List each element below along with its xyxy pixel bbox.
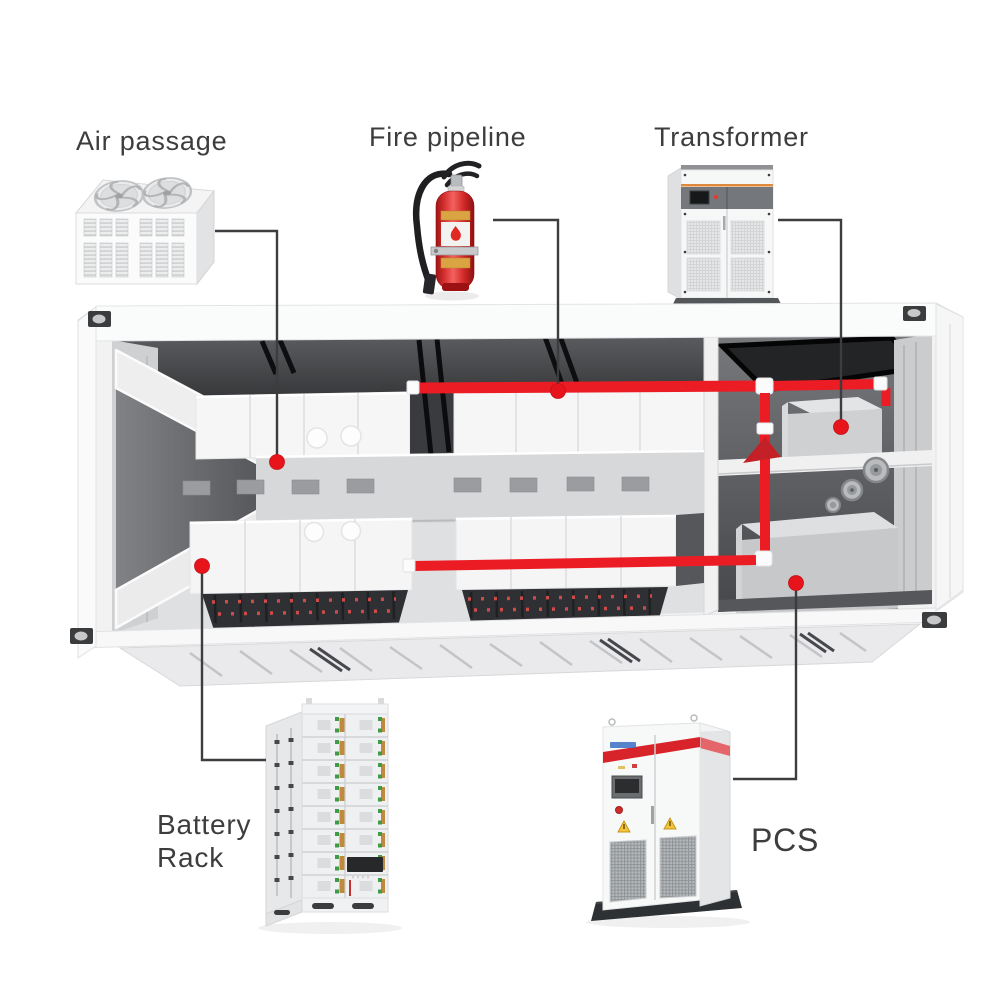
hvac-unit-icon	[74, 177, 215, 286]
transformer-cabinet-icon	[667, 165, 782, 309]
fan-icon	[141, 177, 193, 209]
pcs-vent	[609, 839, 647, 903]
label-fire-pipeline: Fire pipeline	[369, 122, 527, 152]
callout-battery-rack	[200, 566, 266, 762]
pcs-cabinet-icon	[586, 714, 750, 928]
marker-dot-fire-pipeline	[550, 383, 566, 399]
marker-dot-transformer	[833, 419, 849, 435]
marker-dot-pcs	[788, 575, 804, 591]
walkway-vent-slots	[182, 476, 650, 496]
battery-module-strip	[462, 587, 668, 626]
label-battery-rack: Battery Rack	[157, 808, 251, 874]
emergency-stop-button	[615, 806, 623, 814]
callout-transformer	[778, 218, 843, 427]
battery-rack-icon	[258, 698, 402, 934]
wall-fan-icon	[825, 456, 890, 513]
label-battery-rack-line2: Rack	[157, 842, 224, 873]
container-underframe	[118, 623, 922, 687]
label-pcs: PCS	[751, 822, 820, 858]
callout-fire-pipeline	[493, 218, 560, 391]
callout-pcs	[733, 583, 798, 781]
container-cutaway	[70, 302, 964, 687]
transformer-box	[782, 397, 882, 462]
label-battery-rack-line1: Battery	[157, 809, 252, 840]
corner-casting-icon	[70, 306, 947, 644]
fire-extinguisher-icon	[412, 160, 482, 301]
pcs-vent	[659, 835, 697, 899]
marker-dot-battery-rack	[194, 558, 210, 574]
battery-module-strip	[202, 590, 408, 630]
label-air-passage: Air passage	[76, 126, 228, 156]
brand-logo	[610, 742, 636, 748]
label-transformer: Transformer	[654, 122, 809, 152]
fan-icon	[93, 180, 145, 212]
callout-air-passage	[215, 229, 279, 462]
marker-dot-air-passage	[269, 454, 285, 470]
bms-unit	[347, 857, 383, 872]
fire-pipeline-pipes	[402, 376, 888, 573]
pcs-red-stripe	[603, 737, 700, 763]
